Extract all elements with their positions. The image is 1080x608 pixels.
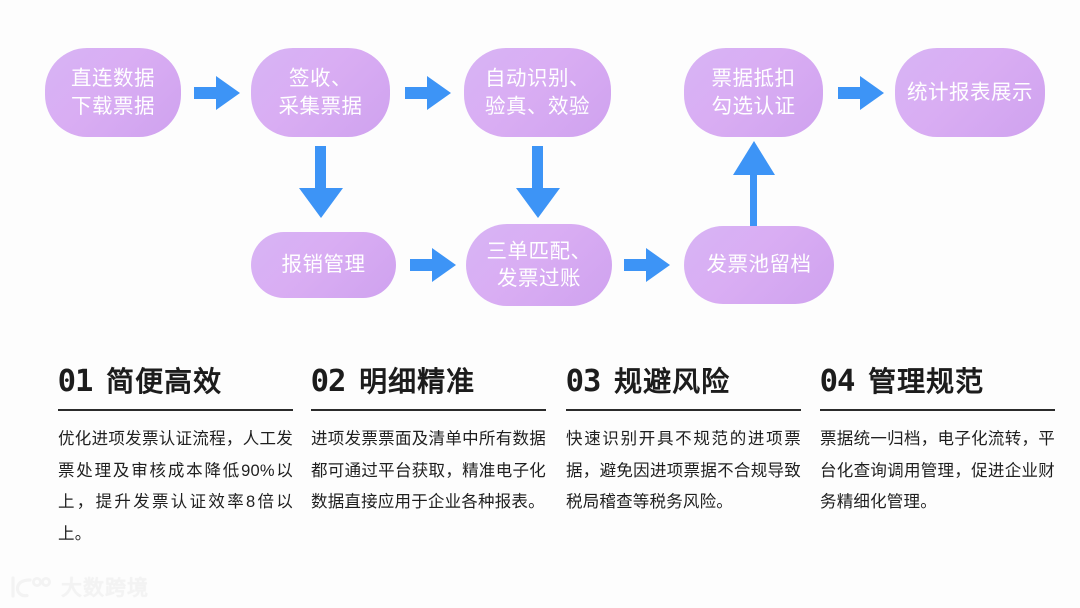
- feature-divider-03: [566, 409, 801, 411]
- arrow-receive-to-reimbursement-icon: [299, 146, 343, 218]
- arrow-reimbursement-to-match-icon: [410, 248, 456, 282]
- flow-node-direct-data-download[interactable]: 直连数据 下载票据: [45, 48, 181, 137]
- flow-node-reimbursement-management[interactable]: 报销管理: [251, 232, 396, 298]
- feature-number-01: 01: [57, 364, 94, 399]
- flow-node-deduction-selection-auth[interactable]: 票据抵扣 勾选认证: [684, 48, 823, 137]
- feature-body-01: 优化进项发票认证流程，人工发票处理及审核成本降低90%以上，提升发票认证效率8倍…: [58, 430, 293, 544]
- watermark-text: 大数跨境: [61, 577, 149, 600]
- arrow-pool-to-deduction-icon: [733, 141, 775, 231]
- flow-node-invoice-pool-archive[interactable]: 发票池留档: [684, 226, 834, 304]
- feature-divider-04: [820, 409, 1055, 411]
- feature-heading-02: 02 明细精准: [311, 360, 546, 400]
- watermark: 大数跨境: [8, 572, 149, 602]
- feature-title-02: 明细精准: [359, 366, 476, 397]
- feature-divider-02: [311, 409, 546, 411]
- feature-item-03: 03 规避风险 快速识别开具不规范的进项票据，避免因进项票据不合规导致税局稽查等…: [566, 360, 801, 519]
- feature-number-02: 02: [310, 364, 347, 399]
- feature-heading-04: 04 管理规范: [820, 360, 1055, 400]
- feature-item-02: 02 明细精准 进项发票票面及清单中所有数据都可通过平台获取，精准电子化数据直接…: [311, 360, 546, 519]
- feature-heading-03: 03 规避风险: [566, 360, 801, 400]
- feature-number-04: 04: [819, 364, 856, 399]
- flow-node-receive-collect[interactable]: 签收、 采集票据: [251, 48, 390, 137]
- feature-item-01: 01 简便高效 优化进项发票认证流程，人工发票处理及审核成本降低90%以上，提升…: [58, 360, 293, 551]
- feature-heading-01: 01 简便高效: [58, 360, 293, 400]
- feature-body-02: 进项发票票面及清单中所有数据都可通过平台获取，精准电子化数据直接应用于企业各种报…: [311, 430, 546, 512]
- feature-number-03: 03: [565, 364, 602, 399]
- feature-item-04: 04 管理规范 票据统一归档，电子化流转，平台化查询调用管理，促进企业财务精细化…: [820, 360, 1055, 519]
- brand-logo-icon: [11, 576, 52, 598]
- arrow-deduction-to-report-icon: [838, 76, 884, 110]
- arrow-match-to-pool-icon: [624, 248, 670, 282]
- feature-title-04: 管理规范: [868, 366, 985, 397]
- feature-list: 01 简便高效 优化进项发票认证流程，人工发票处理及审核成本降低90%以上，提升…: [0, 360, 1080, 570]
- feature-body-03: 快速识别开具不规范的进项票据，避免因进项票据不合规导致税局稽查等税务风险。: [566, 430, 801, 512]
- feature-body-04: 票据统一归档，电子化流转，平台化查询调用管理，促进企业财务精细化管理。: [820, 430, 1055, 512]
- flow-node-auto-recognize-verify[interactable]: 自动识别、 验真、效验: [464, 48, 611, 137]
- feature-title-01: 简便高效: [106, 366, 223, 397]
- arrow-recognize-to-match-icon: [516, 146, 560, 218]
- feature-title-03: 规避风险: [614, 366, 731, 397]
- flow-node-statistical-report[interactable]: 统计报表展示: [895, 48, 1045, 137]
- arrow-receive-to-recognize-icon: [405, 76, 451, 110]
- flow-node-three-way-match-posting[interactable]: 三单匹配、 发票过账: [466, 224, 612, 306]
- arrow-direct-to-receive-icon: [194, 76, 240, 110]
- feature-divider-01: [58, 409, 293, 411]
